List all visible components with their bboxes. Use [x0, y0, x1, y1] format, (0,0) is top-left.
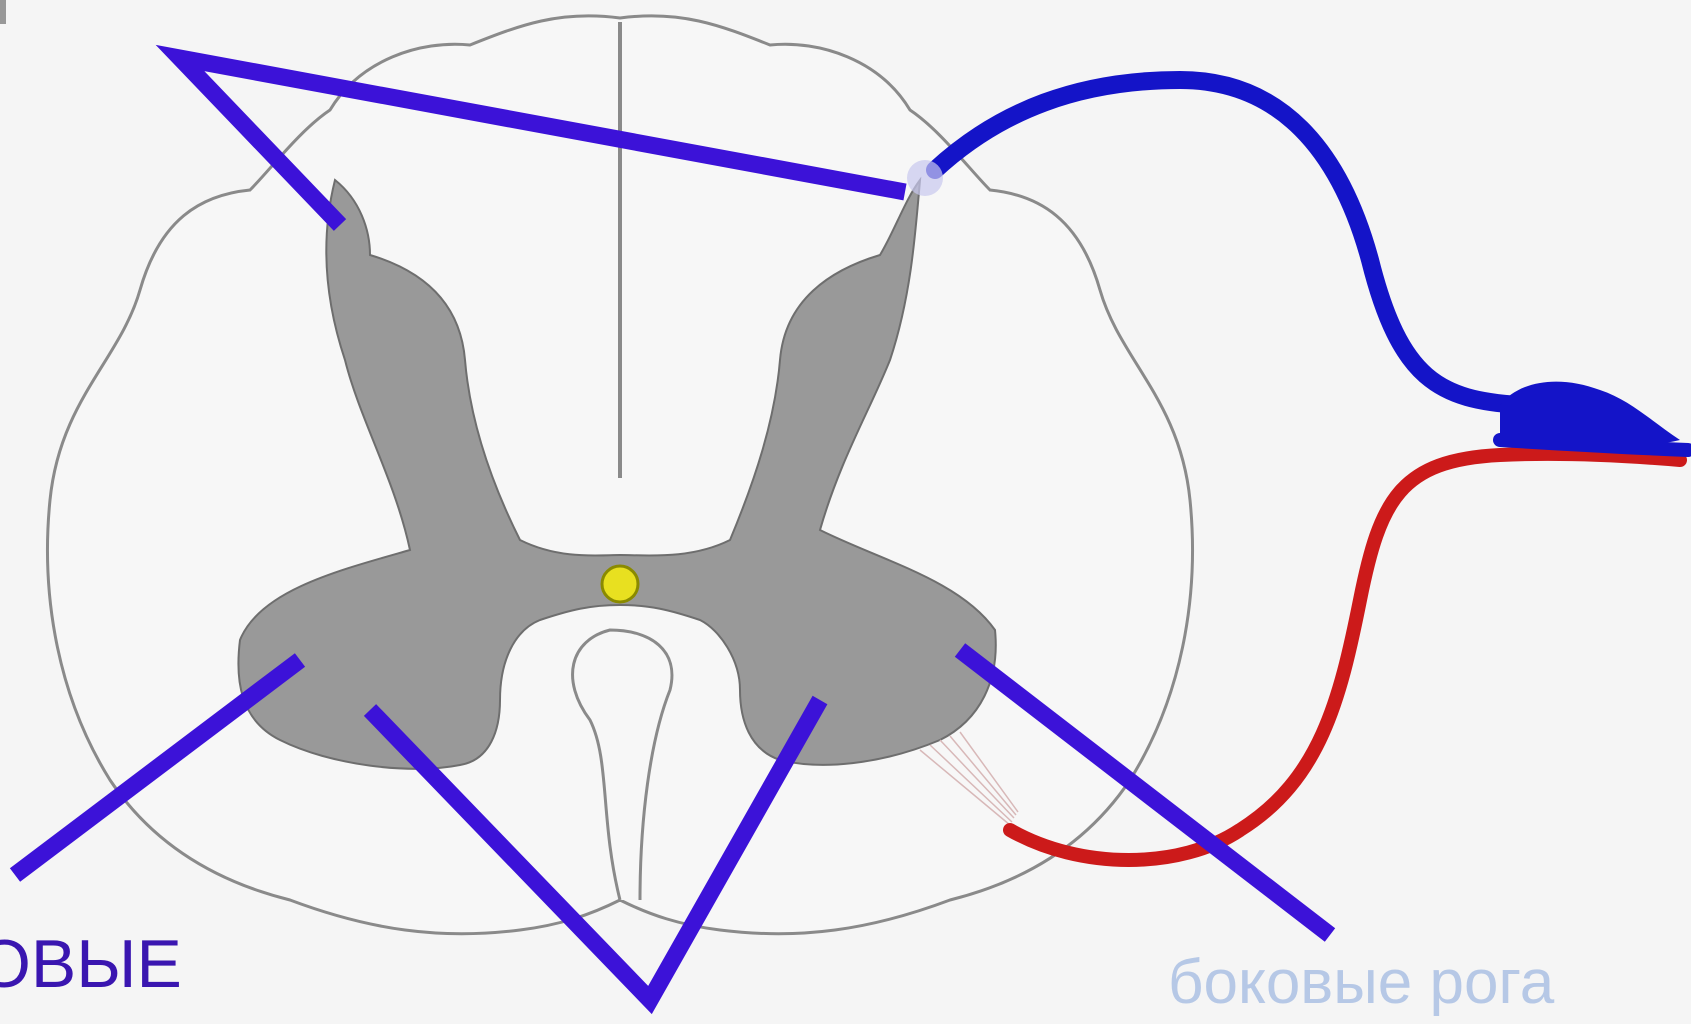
label-tick-mark [0, 0, 6, 24]
central-canal [602, 566, 638, 602]
label-bottom-left-fragment: ОВЫЕ [0, 930, 182, 998]
dorsal-root-entry-zone [907, 160, 943, 196]
label-lateral-horns: боковые рога [1168, 952, 1554, 1014]
